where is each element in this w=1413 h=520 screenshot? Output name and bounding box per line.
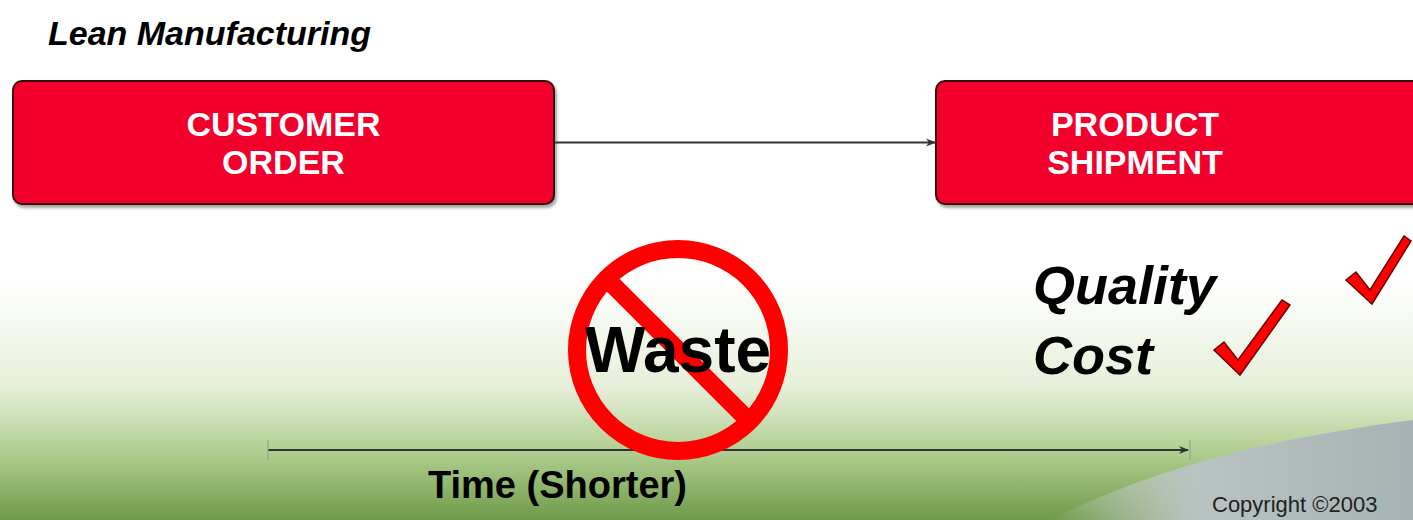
time-tick (268, 440, 269, 460)
node-text: PRODUCT SHIPMENT (1010, 105, 1260, 181)
flow-connector-group (555, 142, 935, 143)
time-label: Time (Shorter) (428, 466, 687, 504)
cost-label: Cost (1033, 328, 1153, 382)
water (1050, 420, 1413, 520)
grass-field (0, 280, 1413, 520)
quality-label: Quality (1033, 258, 1216, 312)
check-mark (1214, 300, 1290, 375)
flow-arrow (555, 142, 935, 144)
prohibition-ring (577, 249, 779, 451)
time-tick (1190, 440, 1191, 460)
process-box: PRODUCT SHIPMENT (935, 80, 1413, 205)
prohibition-sign: Waste (568, 240, 788, 460)
node-text: CUSTOMER ORDER (159, 105, 409, 181)
slide-title: Lean Manufacturing (48, 16, 371, 50)
node-text: Waste (585, 313, 771, 387)
time-arrow (268, 449, 1188, 451)
process-box: CUSTOMER ORDER (12, 80, 555, 205)
copyright-note: Copyright ©2003 (1212, 494, 1377, 516)
check-mark (1346, 236, 1411, 304)
